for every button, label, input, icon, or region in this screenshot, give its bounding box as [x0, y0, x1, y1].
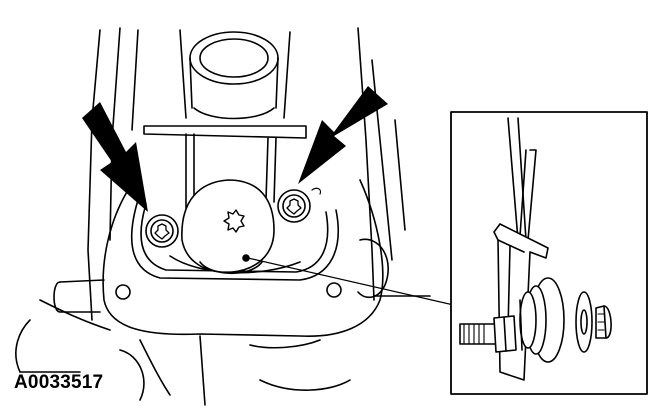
torx-socket-icon [155, 224, 169, 239]
right-bolt [278, 188, 321, 222]
callout-arrow-icon [298, 86, 388, 184]
upper-tube [180, 30, 290, 119]
torx-socket-icon [287, 199, 301, 214]
detail-inset [451, 112, 647, 394]
left-bolt [146, 215, 178, 247]
figure-id-label: A0033517 [14, 372, 104, 393]
callout-arrow-icon [82, 102, 148, 212]
engine-casting [16, 28, 430, 405]
bracket-strap [144, 126, 306, 208]
sensor-head [182, 180, 274, 273]
torx-socket-icon [224, 210, 244, 232]
leader-line [248, 258, 458, 306]
